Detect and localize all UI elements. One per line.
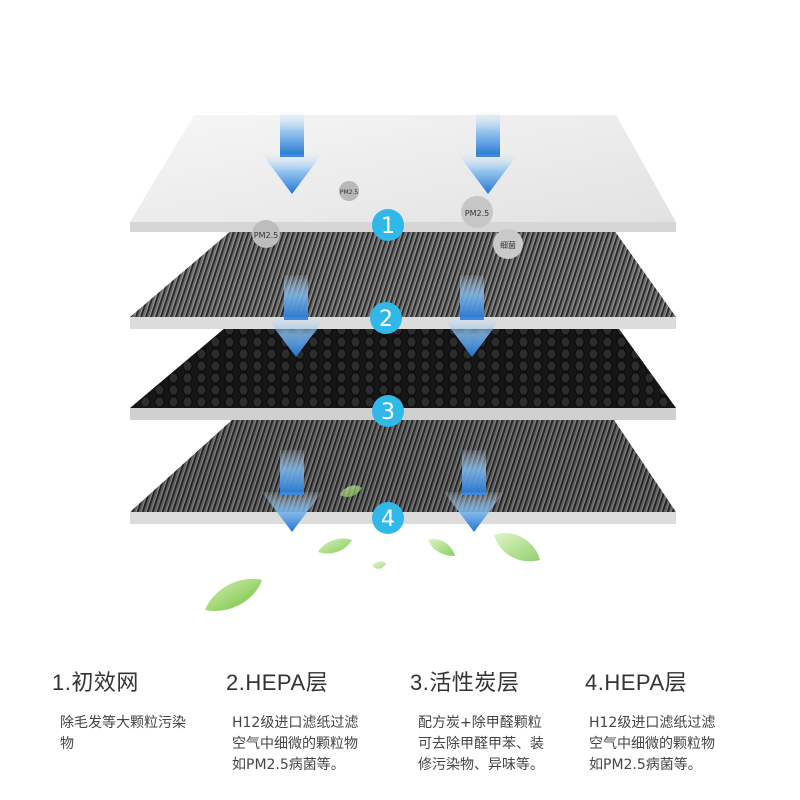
svg-text:细菌: 细菌: [500, 240, 516, 250]
layer-2-hepa: [130, 230, 676, 329]
layer-badge-3: 3: [372, 395, 404, 427]
layer-badge-1: 1: [372, 209, 404, 241]
particle-pm25-small: PM2.5: [339, 181, 359, 201]
particle-pm25-right: PM2.5: [461, 196, 493, 228]
description-column-4: 4.HEPA层 H12级进口滤纸过滤空气中细微的颗粒物如PM2.5病菌等。: [585, 665, 755, 776]
particle-pm25-left: PM2.5: [252, 220, 280, 248]
leaf-icon: [494, 533, 540, 561]
layer-description: 配方炭+除甲醛颗粒可去除甲醛甲苯、装修污染物、异味等。: [418, 713, 546, 776]
layer-description: H12级进口滤纸过滤空气中细微的颗粒物如PM2.5病菌等。: [589, 713, 717, 776]
svg-text:PM2.5: PM2.5: [254, 231, 278, 240]
filter-layers-illustration: PM2.5 PM2.5 PM2.5 细菌 1 2 3 4: [0, 0, 800, 640]
svg-text:2: 2: [379, 307, 393, 332]
description-column-2: 2.HEPA层 H12级进口滤纸过滤空气中细微的颗粒物如PM2.5病菌等。: [226, 665, 396, 776]
svg-text:PM2.5: PM2.5: [465, 209, 489, 218]
particle-bacteria: 细菌: [493, 229, 523, 259]
layer-description: 除毛发等大颗粒污染物: [60, 713, 188, 755]
layer-badge-4: 4: [372, 502, 404, 534]
layer-title: 3.活性炭层: [410, 665, 580, 697]
layer-title: 4.HEPA层: [585, 665, 755, 697]
description-column-1: 1.初效网 除毛发等大颗粒污染物: [52, 665, 222, 755]
layer-description: H12级进口滤纸过滤空气中细微的颗粒物如PM2.5病菌等。: [232, 713, 360, 776]
layer-3-carbon: [130, 322, 676, 420]
leaf-icon: [372, 561, 386, 569]
layer-1-mesh: [130, 115, 676, 232]
layer-title: 1.初效网: [52, 665, 222, 697]
svg-text:3: 3: [381, 400, 395, 425]
leaf-icon: [318, 539, 352, 554]
svg-text:4: 4: [381, 507, 395, 532]
leaf-icon: [205, 579, 262, 611]
svg-text:1: 1: [381, 214, 395, 239]
layer-badge-2: 2: [370, 302, 402, 334]
leaf-icon: [428, 539, 455, 556]
svg-text:PM2.5: PM2.5: [340, 189, 359, 196]
layer-4-hepa: [130, 420, 676, 524]
description-column-3: 3.活性炭层 配方炭+除甲醛颗粒可去除甲醛甲苯、装修污染物、异味等。: [410, 665, 580, 776]
layer-title: 2.HEPA层: [226, 665, 396, 697]
